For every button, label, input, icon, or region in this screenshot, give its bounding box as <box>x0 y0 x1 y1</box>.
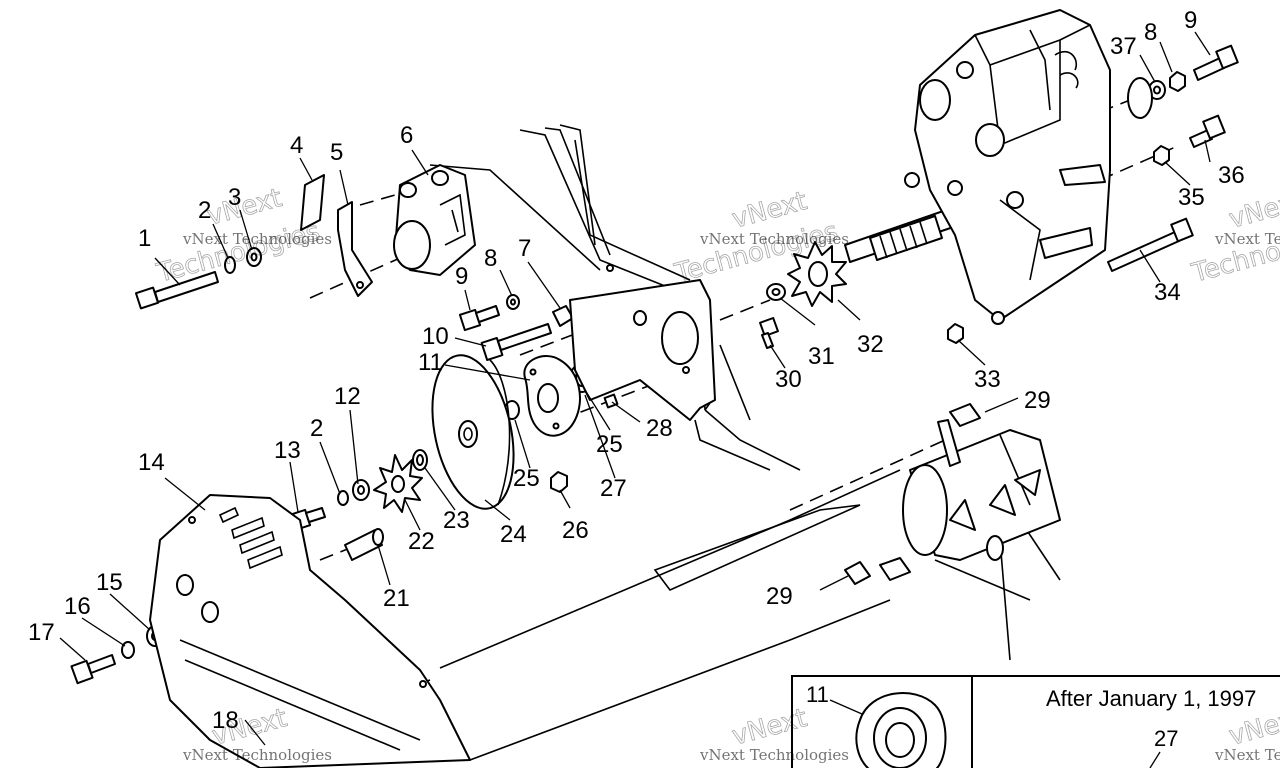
callout-9: 9 <box>455 263 468 290</box>
callout-29-upper: 29 <box>1024 387 1051 414</box>
callout-24: 24 <box>500 521 527 548</box>
watermark-company-1: vNext Technologies <box>182 230 332 248</box>
watermark-company-6: vNext Technologies <box>1214 746 1280 764</box>
gearbox-housing <box>904 9 1153 325</box>
drive-disc-24 <box>431 354 515 510</box>
watermark-company-5: vNext Technologies <box>699 746 849 764</box>
callout-13: 13 <box>274 437 301 464</box>
inset-part-label: 11 <box>806 682 829 707</box>
callout-28: 28 <box>646 415 673 442</box>
callout-34: 34 <box>1154 279 1181 306</box>
spacer-21 <box>344 528 384 561</box>
callout-33: 33 <box>974 366 1001 393</box>
watermark-company-4: vNext Technologies <box>182 746 332 764</box>
callout-27: 27 <box>600 475 627 502</box>
bolt-34 <box>1107 217 1194 272</box>
watermark-vnext-3: vNext <box>1226 186 1280 235</box>
callout-36: 36 <box>1218 162 1245 189</box>
sprocket-32 <box>787 241 847 307</box>
callout-4: 4 <box>290 132 303 159</box>
callout-30: 30 <box>775 366 802 393</box>
callout-8-upper: 8 <box>1144 19 1157 46</box>
callout-3: 3 <box>228 184 241 211</box>
callout-31: 31 <box>808 343 835 370</box>
callout-16: 16 <box>64 593 91 620</box>
leader-lines <box>59 31 1211 746</box>
bracket-5 <box>337 201 373 297</box>
callout-7: 7 <box>518 235 531 262</box>
watermark-company-2: vNext Technologies <box>699 230 849 248</box>
bolt-17 <box>70 654 116 685</box>
callout-11: 11 <box>418 349 443 376</box>
bolt-10 <box>480 323 552 362</box>
callout-15: 15 <box>96 569 123 596</box>
callout-21: 21 <box>383 585 410 612</box>
chain-guard-14 <box>149 494 471 768</box>
mounting-plate <box>569 264 751 421</box>
watermark-tech-1: Technologies <box>153 217 323 289</box>
callout-35: 35 <box>1178 184 1205 211</box>
bracket-4 <box>300 174 325 231</box>
callout-25-lower: 25 <box>513 465 540 492</box>
callout-32: 32 <box>857 331 884 358</box>
inset-flange-bearing <box>855 692 947 768</box>
callout-17: 17 <box>28 619 55 646</box>
callout-12: 12 <box>334 383 361 410</box>
callout-14: 14 <box>138 449 165 476</box>
callout-6: 6 <box>400 122 413 149</box>
inset-box: 11 After January 1, 1997 27 <box>791 675 1280 768</box>
motor-housing-6 <box>393 164 476 276</box>
callout-2-lower: 2 <box>310 415 323 442</box>
bolt-36 <box>1189 114 1226 148</box>
callout-9-upper: 9 <box>1184 7 1197 34</box>
bolt-30 <box>759 317 779 349</box>
callout-2: 2 <box>198 197 211 224</box>
inset-part-label-27: 27 <box>1154 726 1178 751</box>
callout-26: 26 <box>562 517 589 544</box>
callout-25-upper: 25 <box>596 431 623 458</box>
callout-22: 22 <box>408 528 435 555</box>
callout-10: 10 <box>422 323 449 350</box>
bolt-9-right <box>1193 44 1239 81</box>
callout-37: 37 <box>1110 33 1137 60</box>
callout-5: 5 <box>330 139 343 166</box>
callout-1: 1 <box>138 225 151 252</box>
frame-lines <box>429 124 1061 761</box>
muffler-assembly <box>844 403 1061 585</box>
bolt-9-left <box>458 305 500 332</box>
bolt-1 <box>134 271 219 310</box>
watermark-company-3: vNext Technologies <box>1214 230 1280 248</box>
callout-labels: 1 2 3 4 5 6 7 8 9 10 11 12 13 2 14 15 16… <box>28 7 1245 734</box>
callout-18: 18 <box>212 707 239 734</box>
sprocket-22 <box>373 454 423 513</box>
callout-23: 23 <box>443 507 470 534</box>
callout-29-lower: 29 <box>766 583 793 610</box>
inset-date-note: After January 1, 1997 <box>1046 686 1256 711</box>
callout-8: 8 <box>484 245 497 272</box>
bearing-flange-11 <box>523 355 581 437</box>
